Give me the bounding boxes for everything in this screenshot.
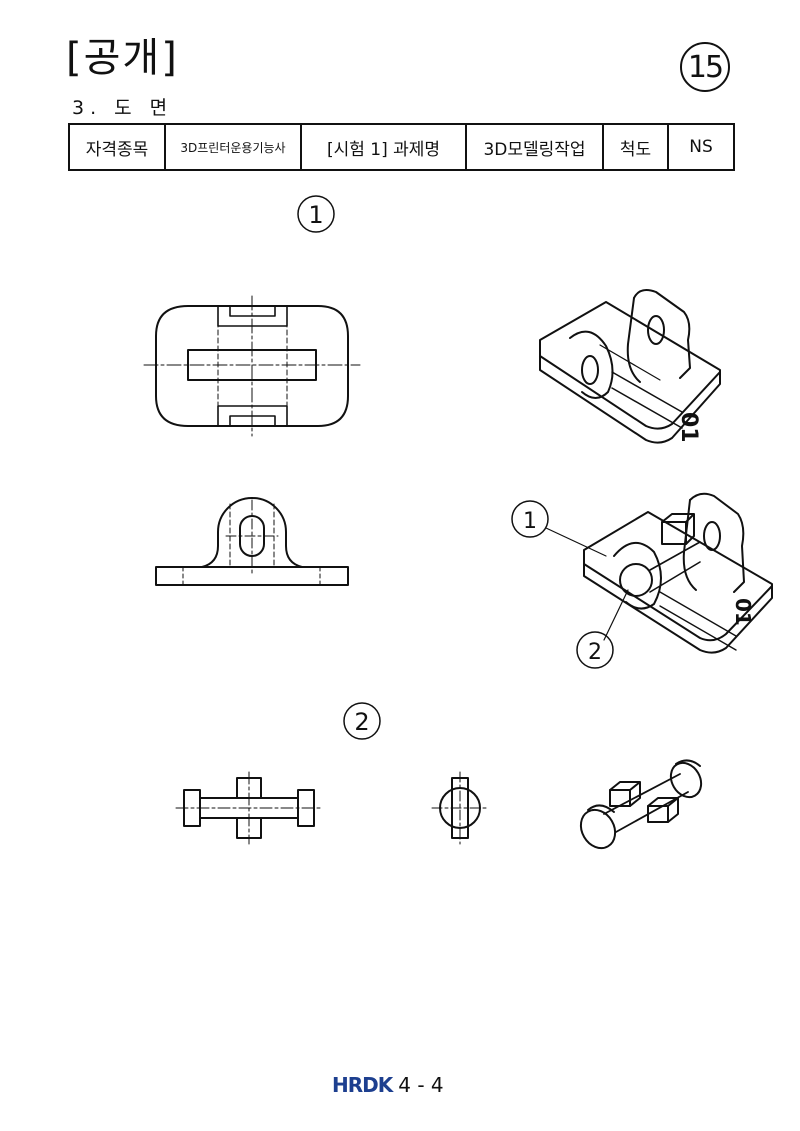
label-task-name: [시험 1] 과제명 [300,123,467,171]
label-qualification: 자격종목 [68,123,166,171]
label-scale: 척도 [602,123,669,171]
value-qualification: 3D프린터운용기능사 [164,123,302,171]
part-1-number: 1 [308,201,323,229]
value-task-name: 3D모델링작업 [465,123,604,171]
page-title: [공개] [66,35,179,81]
problem-number-badge: 15 [680,42,730,92]
footer: HRDK 4 - 4 [332,1073,444,1097]
balloon-2: 2 [576,631,614,669]
part-1-top-view [143,295,361,437]
engraved-text-top: 01 [676,412,701,443]
balloon-2-number: 2 [588,640,602,665]
part-2-front-view [175,771,323,845]
part-1-label: 1 [297,195,335,233]
info-row: 자격종목 3D프린터운용기능사 [시험 1] 과제명 3D모델링작업 척도 NS [68,123,735,171]
value-scale: NS [667,123,735,171]
balloon-1: 1 [511,500,549,538]
part-1-isometric-view: 01 [539,289,721,444]
engraved-text-assembly: 01 [731,598,755,626]
page-number: 4 - 4 [398,1073,444,1097]
balloon-1-number: 1 [523,509,537,534]
info-table: 자격종목 3D프린터운용기능사 [시험 1] 과제명 3D모델링작업 척도 NS [68,123,735,171]
part-2-number: 2 [354,708,369,736]
section-heading: 3. 도 면 [72,97,174,119]
hrdk-logo: HRDK [332,1073,393,1097]
assembly-isometric-view: 01 [545,492,773,654]
part-2-side-view [431,771,489,845]
part-1-front-view [155,497,349,586]
part-2-isometric-view [579,759,703,850]
part-2-label: 2 [343,702,381,740]
